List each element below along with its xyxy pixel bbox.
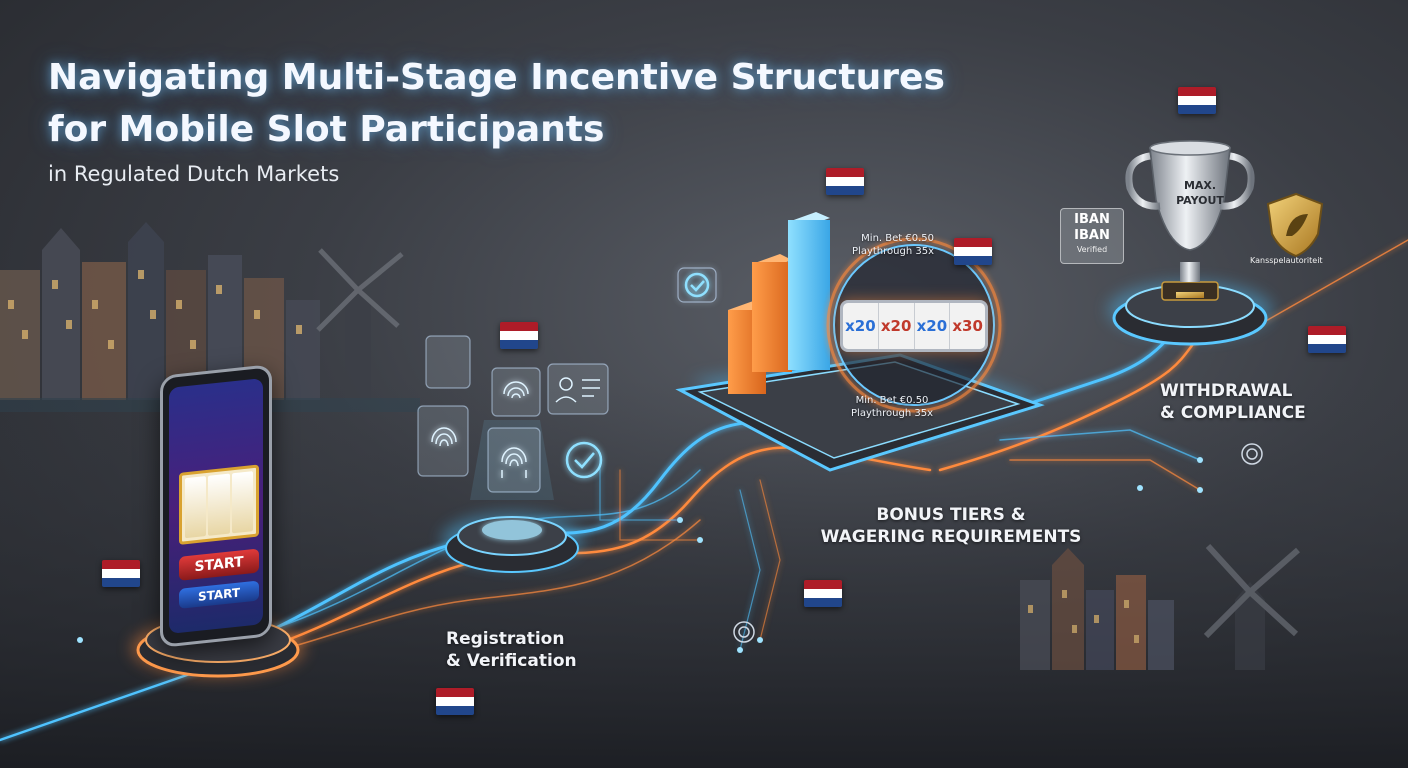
bonus-note-bottom-line-2: Playthrough 35x <box>851 408 933 419</box>
trophy-label: MAX. PAYOUT <box>1160 178 1240 208</box>
dutch-flag-icon <box>804 580 842 607</box>
stage-label-registration: Registration & Verification <box>446 628 577 672</box>
multiplier-reels: x20 x20 x20 x30 <box>840 300 988 352</box>
dutch-flag-icon <box>436 688 474 715</box>
trophy-label-line-1: MAX. <box>1183 179 1217 192</box>
stage-bonus-line-1: BONUS TIERS & <box>876 505 1026 525</box>
bonus-note-top-line-2: Playthrough 35x <box>852 246 934 257</box>
checkmark-icon <box>565 267 717 479</box>
start-button-small[interactable]: START <box>179 580 259 609</box>
regulator-label: Kansspelautoriteit <box>1250 256 1323 265</box>
title-line-1: Navigating Multi-Stage Incentive Structu… <box>48 57 945 98</box>
circuit-nodes <box>77 457 1203 653</box>
phone-screen: START START <box>169 378 263 634</box>
id-card-icon <box>555 377 600 403</box>
stage-registration-line-1: Registration <box>446 629 565 649</box>
trophy-icon <box>1125 140 1255 301</box>
page-subtitle: in Regulated Dutch Markets <box>48 162 340 186</box>
bar-chart-blocks <box>728 212 830 394</box>
slot-reels <box>179 464 259 545</box>
dutch-flag-icon <box>1178 87 1216 114</box>
dutch-flag-icon <box>102 560 140 587</box>
stage-withdrawal-line-1: WITHDRAWAL <box>1160 381 1293 401</box>
bonus-note-top-line-1: Min. Bet €0.50 <box>861 233 934 244</box>
stage-label-bonus: BONUS TIERS & WAGERING REQUIREMENTS <box>810 504 1092 548</box>
bonus-note-bottom-line-1: Min. Bet €0.50 <box>855 395 929 406</box>
iban-status: Verified <box>1076 245 1108 254</box>
verification-cards <box>417 335 609 493</box>
amsterdam-skyline-right <box>1020 543 1300 670</box>
stage-registration-line-2: & Verification <box>446 651 577 671</box>
title-line-2: for Mobile Slot Participants <box>48 109 605 150</box>
fingerprint-icon <box>431 381 529 478</box>
bonus-note-top: Min. Bet €0.50 Playthrough 35x <box>838 232 934 258</box>
shield-icon <box>1266 192 1324 258</box>
reel-cell: x30 <box>952 317 983 335</box>
reel-cell: x20 <box>843 303 879 349</box>
iban-card: IBAN IBAN Verified <box>1060 208 1124 264</box>
iban-label-1: IBAN <box>1074 212 1110 227</box>
trophy-label-line-2: PAYOUT <box>1176 194 1224 207</box>
stage-withdrawal-line-2: & COMPLIANCE <box>1160 403 1306 423</box>
bonus-note-bottom: Min. Bet €0.50 Playthrough 35x <box>842 394 942 420</box>
iban-label-2: IBAN <box>1074 228 1110 243</box>
reel-cell: x20 <box>879 303 915 349</box>
stage-label-withdrawal: WITHDRAWAL & COMPLIANCE <box>1160 380 1306 424</box>
dutch-flag-icon <box>500 322 538 349</box>
mobile-phone: START START <box>160 364 272 648</box>
page-title: Navigating Multi-Stage Incentive Structu… <box>48 52 1048 156</box>
dutch-flag-icon <box>826 168 864 195</box>
dutch-flag-icon <box>954 238 992 265</box>
reel-cell: x20 <box>915 303 951 349</box>
start-button-large[interactable]: START <box>179 548 259 581</box>
stage-bonus-line-2: WAGERING REQUIREMENTS <box>820 527 1082 547</box>
touch-icon <box>733 443 1263 643</box>
dutch-flag-icon <box>1308 326 1346 353</box>
